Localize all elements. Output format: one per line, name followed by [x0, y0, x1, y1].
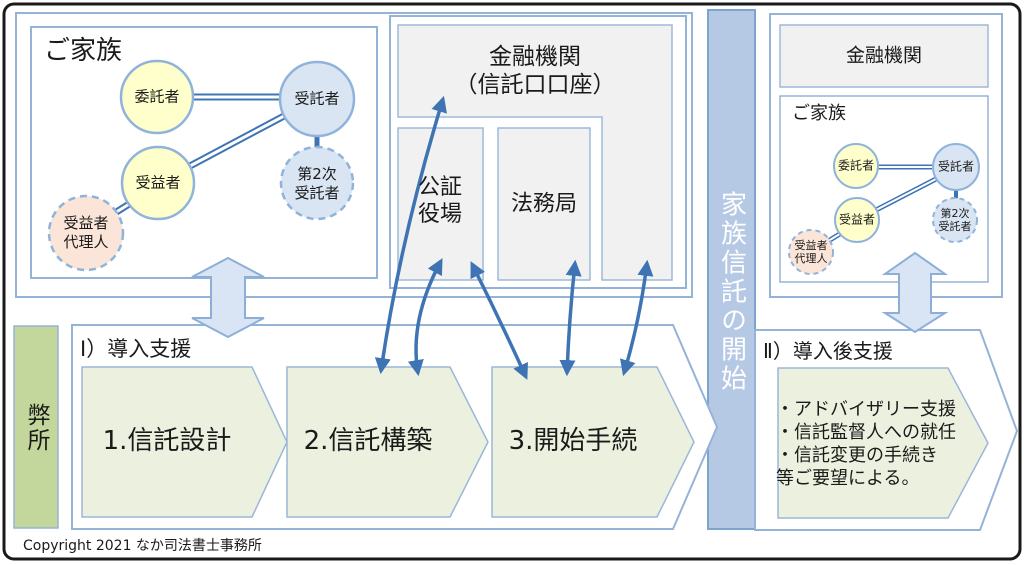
phase2-chevron	[777, 367, 989, 519]
right-settlor-circle	[833, 143, 879, 189]
arrow-step2-notary	[407, 258, 443, 377]
arrow-step3-financial	[620, 259, 654, 377]
step2-chevron	[286, 366, 489, 518]
family-phase2-double-arrow	[881, 251, 949, 334]
second-trustee-circle	[279, 145, 355, 221]
right-beneficiary-agent-circle	[788, 229, 834, 275]
arrow-step3-notary	[470, 261, 528, 380]
notary-office-box	[397, 127, 484, 281]
legal-affairs-bureau-box	[497, 127, 591, 281]
step3-chevron	[491, 366, 695, 518]
settlor-circle	[119, 59, 195, 135]
trust-start-banner-bar	[707, 9, 756, 530]
beneficiary-circle	[120, 145, 196, 221]
beneficiary-agent-circle	[47, 194, 125, 272]
arrow-step3-legal	[559, 259, 582, 377]
family-phase1-double-arrow	[191, 256, 265, 339]
right-financial-box	[779, 24, 989, 88]
process-arrows	[374, 95, 654, 380]
step1-chevron	[81, 366, 288, 518]
office-bar	[13, 325, 59, 529]
right-beneficiary-circle	[834, 197, 880, 243]
arrow-step2-financial	[374, 95, 447, 375]
right-trustee-circle	[932, 143, 980, 191]
trustee-circle	[278, 60, 356, 138]
right-second-trustee-circle	[932, 197, 978, 243]
